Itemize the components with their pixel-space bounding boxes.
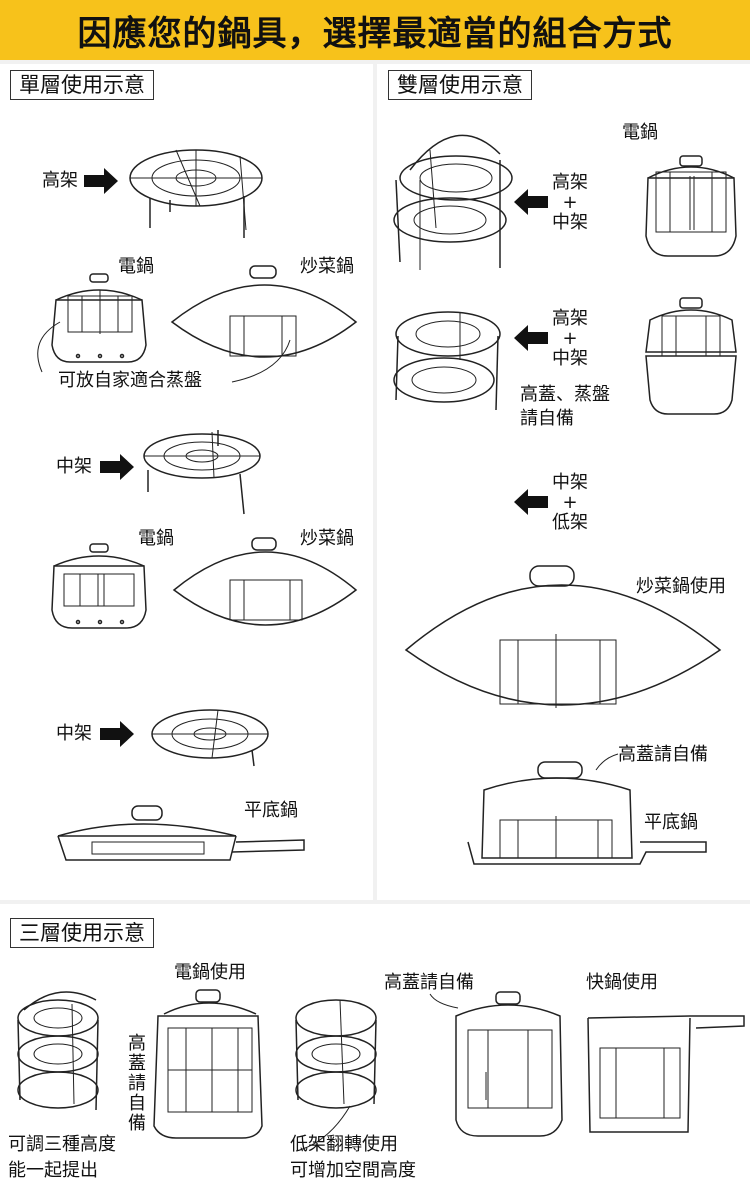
double-flat-pan-label: 平底鍋 xyxy=(644,812,698,833)
wok-drawing-2 xyxy=(172,537,358,626)
pressure-cooker-drawing xyxy=(587,1015,745,1133)
double-layer-panel xyxy=(377,64,750,900)
double-flat-pan-drawing xyxy=(467,753,707,865)
rice-cooker-label-1: 電鍋 xyxy=(118,256,154,277)
flat-pan-label-1: 平底鍋 xyxy=(244,800,298,821)
wok-use-label: 炒菜鍋使用 xyxy=(636,576,726,597)
combo-1-line-3: 中架 xyxy=(552,212,588,233)
wok-label-1: 炒菜鍋 xyxy=(300,256,354,277)
adjust-note-line-1: 可調三種高度 xyxy=(8,1134,116,1155)
double-rice-cooker-label: 電鍋 xyxy=(622,122,658,143)
triple-vertical-note: 高蓋請自備 xyxy=(128,1033,146,1134)
single-layer-tag: 單層使用示意 xyxy=(10,70,154,100)
combo-3-line-3: 低架 xyxy=(552,512,588,533)
lid-note-line-2: 請自備 xyxy=(520,408,574,429)
double-rice-cooker-lid-drawing xyxy=(645,297,737,415)
pressure-cooker-label: 快鍋使用 xyxy=(586,972,658,993)
mid-rack-drawing-1 xyxy=(143,430,261,515)
triple-rice-cooker-lid-drawing xyxy=(429,991,563,1137)
wok-label-2: 炒菜鍋 xyxy=(300,528,354,549)
arrow-right-icon xyxy=(99,453,135,481)
combo-2-line-3: 中架 xyxy=(552,348,588,369)
flip-note-line-2: 可增加空間高度 xyxy=(290,1160,416,1181)
lid-note-line-1: 高蓋、蒸盤 xyxy=(520,384,610,405)
header-banner: 因應您的鍋具，選擇最適當的組合方式 xyxy=(0,0,750,60)
triple-rice-cooker-drawing xyxy=(153,989,263,1139)
single-layer-panel xyxy=(0,64,373,900)
flip-note-line-1: 低架翻轉使用 xyxy=(290,1134,398,1155)
page-title: 因應您的鍋具，選擇最適當的組合方式 xyxy=(77,13,673,54)
combo-1-line-2: + xyxy=(562,192,578,213)
arrow-right-icon xyxy=(99,720,135,748)
triple-lid-self-label: 高蓋請自備 xyxy=(384,972,474,993)
plate-note: 可放自家適合蒸盤 xyxy=(58,370,202,391)
arrow-left-icon xyxy=(513,488,549,516)
triple-rice-cooker-label: 電鍋使用 xyxy=(174,962,246,983)
double-rack-drawing-1 xyxy=(393,134,513,270)
mid-rack-drawing-2 xyxy=(151,709,269,767)
rice-cooker-drawing-2 xyxy=(51,543,147,629)
high-rack-drawing xyxy=(129,149,263,238)
double-wok-drawing xyxy=(404,565,722,708)
combo-2-line-1: 高架 xyxy=(552,308,588,329)
flat-pan-drawing-1 xyxy=(57,805,305,861)
triple-rack-drawing-1 xyxy=(17,991,99,1111)
triple-rack-drawing-2 xyxy=(295,999,377,1151)
rice-cooker-drawing-1 xyxy=(37,273,147,373)
arrow-left-icon xyxy=(513,188,549,216)
arrow-right-icon xyxy=(83,167,119,195)
arrow-left-icon xyxy=(513,324,549,352)
double-rack-drawing-2 xyxy=(393,311,501,411)
adjust-note-line-2: 能一起提出 xyxy=(8,1160,98,1181)
double-rice-cooker-drawing xyxy=(645,155,737,257)
lid-self-label: 高蓋請自備 xyxy=(618,744,708,765)
high-rack-label: 高架 xyxy=(42,170,78,191)
combo-2-line-2: + xyxy=(562,328,578,349)
mid-rack-label-2: 中架 xyxy=(56,723,92,744)
wok-drawing-1 xyxy=(170,265,358,383)
combo-3-line-1: 中架 xyxy=(552,472,588,493)
mid-rack-label-1: 中架 xyxy=(56,456,92,477)
rice-cooker-label-2: 電鍋 xyxy=(138,528,174,549)
triple-layer-tag: 三層使用示意 xyxy=(10,918,154,948)
double-layer-tag: 雙層使用示意 xyxy=(388,70,532,100)
combo-3-line-2: + xyxy=(562,492,578,513)
combo-1-line-1: 高架 xyxy=(552,172,588,193)
